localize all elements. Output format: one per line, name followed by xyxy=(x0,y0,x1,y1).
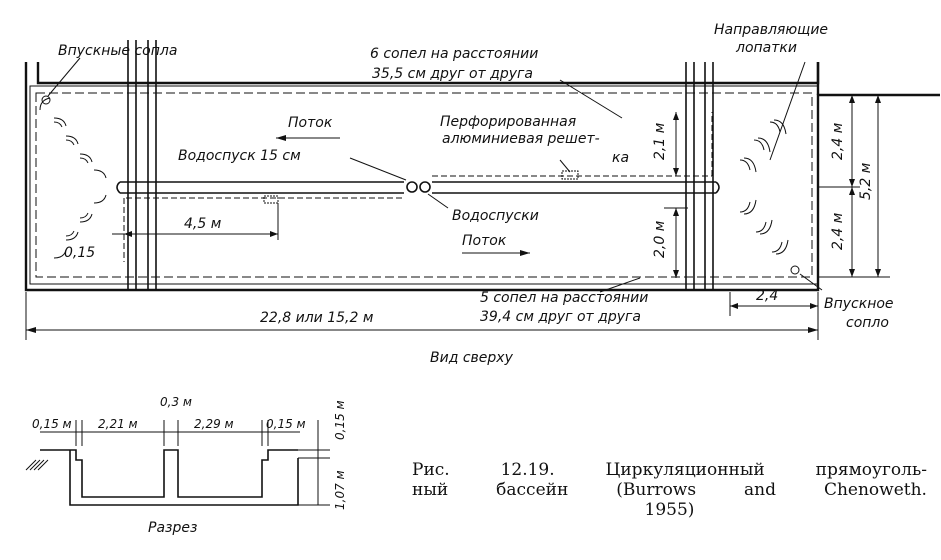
leader-inlet-bottom xyxy=(799,273,823,291)
guide-vanes-left xyxy=(39,97,107,259)
label-sec-0-3: 0,3 м xyxy=(160,395,192,409)
plan-view: Впускные сопла 6 сопел на расстоянии 35,… xyxy=(24,22,940,366)
label-sec-1-07: 1,07 м xyxy=(333,470,347,510)
caption-word: ный xyxy=(412,480,449,500)
label-dim-2-4-top: 2,4 м xyxy=(830,122,846,160)
caption-word: 1955) xyxy=(644,500,695,520)
label-guide-vanes-1: Направляющие xyxy=(714,22,828,38)
leader-nozzles-bottom xyxy=(599,277,641,293)
label-inlet-bottom-2: сопло xyxy=(846,315,889,331)
inlet-nozzle-top xyxy=(41,95,51,105)
label-drain-15: Водоспуск 15 см xyxy=(178,148,301,164)
label-inlet-bottom-1: Впускное xyxy=(824,296,894,312)
leader-inlet-top xyxy=(47,57,81,97)
label-flow-top: Поток xyxy=(288,115,333,131)
label-dim-length: 22,8 или 15,2 м xyxy=(260,310,374,326)
leader-grid xyxy=(559,159,571,173)
caption-word: (Burrows xyxy=(616,480,697,500)
figure-caption: Рис. 12.19. Циркуляционный прямоуголь- н… xyxy=(412,460,927,520)
label-guide-vanes-2: лопатки xyxy=(735,40,797,56)
label-dim-2-0: 2,0 м xyxy=(652,220,668,258)
label-drains: Водоспуски xyxy=(452,208,539,224)
caption-word: Циркуляционный xyxy=(605,460,765,480)
dim-2-4-horiz xyxy=(729,292,818,316)
flow-arrow-bottom xyxy=(462,250,530,256)
leader-drain-15 xyxy=(349,157,407,181)
caption-word: 12.19. xyxy=(500,460,555,480)
dim-4-5 xyxy=(124,203,279,240)
drain-valve-left xyxy=(406,181,418,193)
label-dim-2-4-horiz: 2,4 xyxy=(756,288,778,304)
label-flow-bottom: Поток xyxy=(462,233,507,249)
label-view-top: Вид сверху xyxy=(430,350,514,366)
caption-word: Рис. xyxy=(412,460,450,480)
label-sec-0-15-right: 0,15 м xyxy=(266,417,306,431)
guide-vanes-right xyxy=(739,119,789,255)
dim-2-4-5-2 xyxy=(818,94,890,278)
label-sec-2-21: 2,21 м xyxy=(98,417,138,431)
caption-word: прямоуголь- xyxy=(815,460,927,480)
flow-arrow-top xyxy=(276,135,340,141)
caption-word: бассейн xyxy=(496,480,569,500)
leader-nozzles-top xyxy=(559,79,623,119)
label-nozzles-bottom-1: 5 сопел на расстоянии xyxy=(480,290,648,306)
section-view: 0,15 м 2,21 м 0,3 м 2,29 м 0,15 м 0,15 м… xyxy=(25,395,347,536)
caption-word: and xyxy=(744,480,777,500)
label-sec-2-29: 2,29 м xyxy=(194,417,234,431)
leader-guide-vanes xyxy=(769,61,806,161)
dim-2-1 xyxy=(673,112,679,176)
label-dim-2-1: 2,1 м xyxy=(652,122,668,160)
label-inlet-nozzles-top: Впускные сопла xyxy=(58,43,177,59)
label-dim-5-2: 5,2 м xyxy=(858,162,874,200)
label-nozzles-top-2: 35,5 см друг от друга xyxy=(372,66,533,82)
dim-2-0 xyxy=(664,207,688,278)
perforated-grid-left xyxy=(263,195,279,204)
left-bridge xyxy=(127,40,157,290)
drain-valve-right xyxy=(419,181,431,193)
caption-word: Chenoweth. xyxy=(823,480,927,500)
label-nozzles-top-1: 6 сопел на расстоянии xyxy=(370,46,538,62)
label-section: Разрез xyxy=(148,520,197,536)
perforated-grid-right xyxy=(561,170,579,180)
label-sec-0-15-vert: 0,15 м xyxy=(333,400,347,440)
label-grid-1: Перфорированная xyxy=(440,114,576,130)
label-nozzles-bottom-2: 39,4 см друг от друга xyxy=(480,309,641,325)
label-grid-2: алюминиевая решет- xyxy=(442,131,600,147)
dim-length xyxy=(25,292,819,340)
label-dim-4-5: 4,5 м xyxy=(184,216,222,232)
right-bridge xyxy=(685,62,714,290)
inner-channel xyxy=(35,92,813,278)
label-sec-0-15-left: 0,15 м xyxy=(32,417,72,431)
section-profile xyxy=(40,449,298,498)
inlet-nozzle-bottom xyxy=(790,265,800,275)
leader-drains xyxy=(427,193,449,209)
label-grid-3: ка xyxy=(612,150,629,166)
label-dim-2-4-bot: 2,4 м xyxy=(830,212,846,250)
center-divider xyxy=(116,112,720,262)
label-dim-0-15: 0,15 xyxy=(64,245,95,261)
